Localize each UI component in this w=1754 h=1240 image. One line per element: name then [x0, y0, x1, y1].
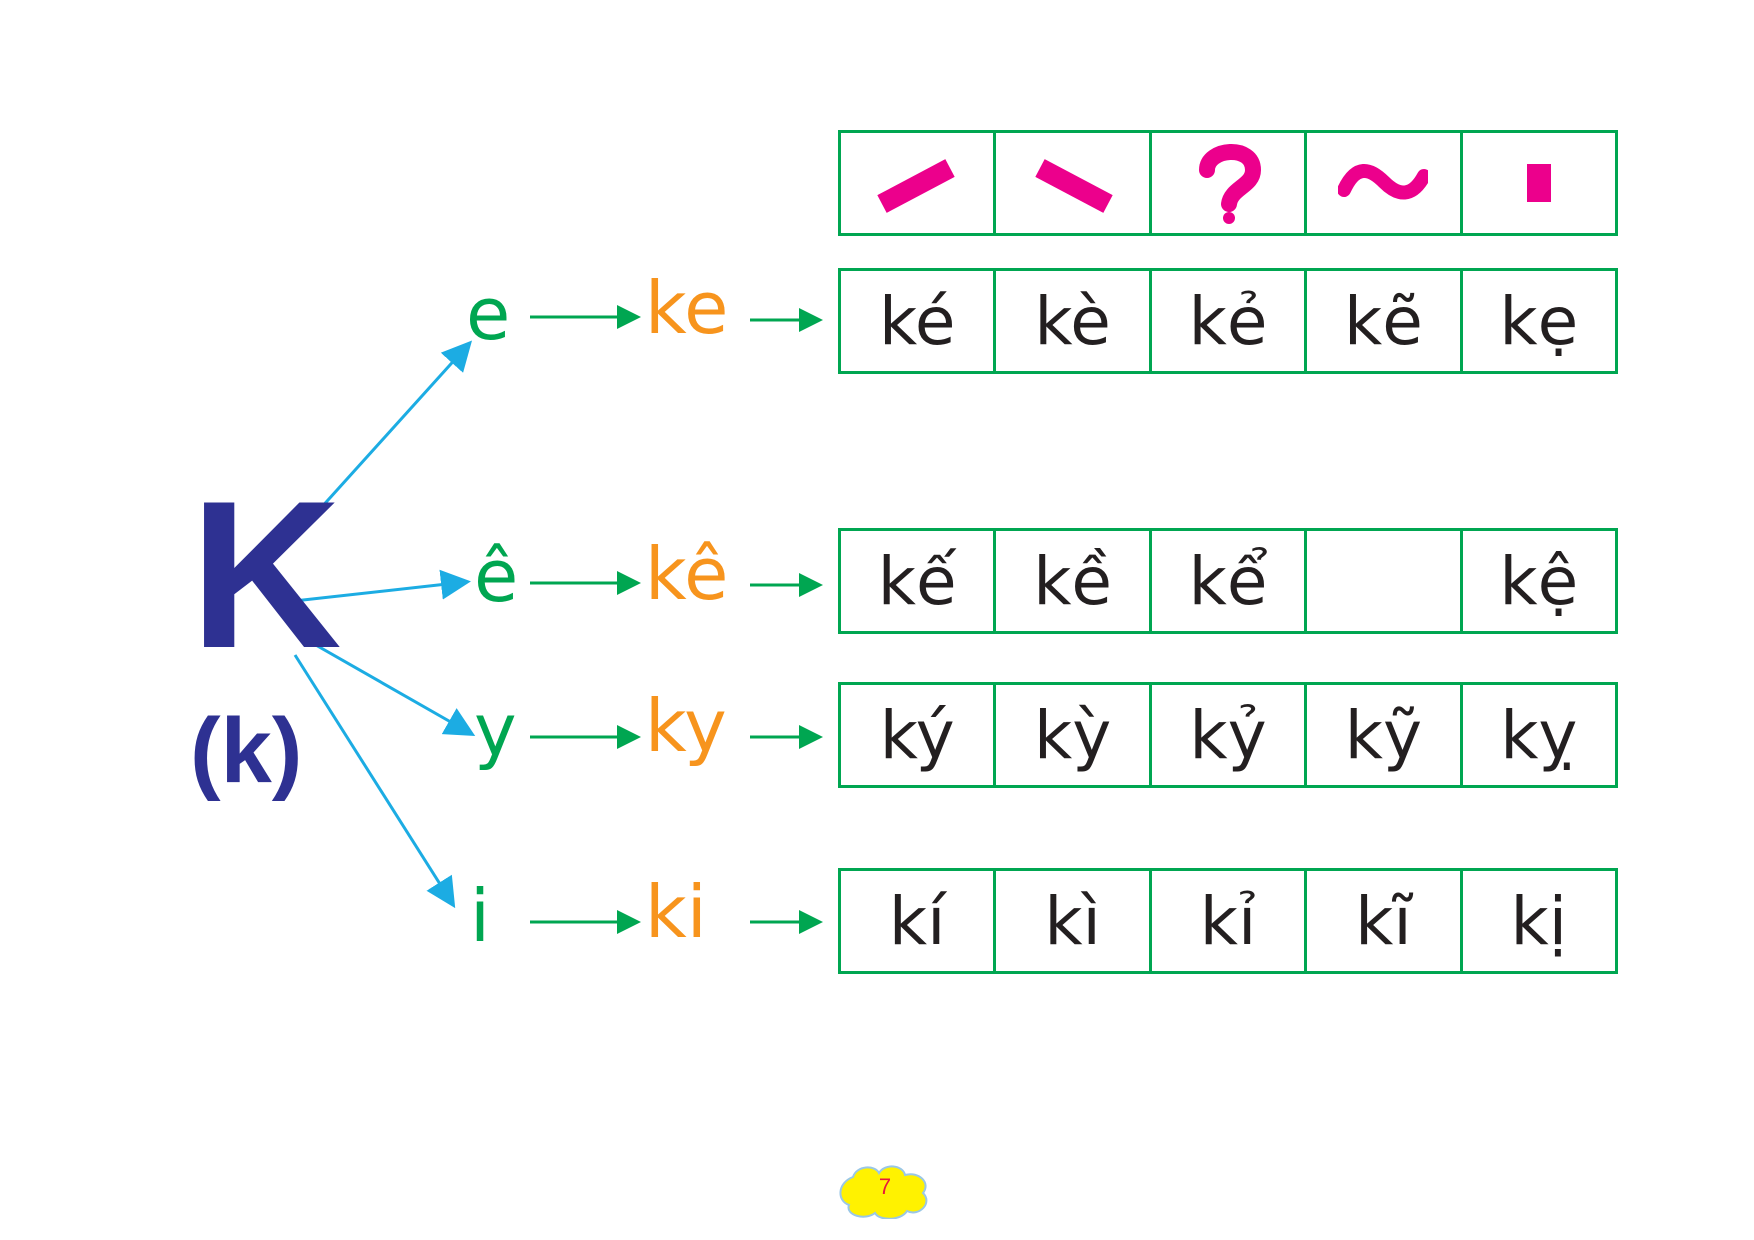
tone-mark-cell-1 — [841, 133, 993, 233]
tone-cell: kỉ — [1148, 871, 1304, 971]
tone-cell: kể — [1148, 531, 1304, 631]
consonant-uppercase: K — [190, 457, 342, 692]
syllable-kê: kê — [645, 532, 729, 616]
tone-grid-kê: kế kề kể kệ — [838, 528, 1618, 634]
tone-cell: kẻ — [1148, 271, 1304, 371]
branch-arrow-e — [308, 340, 473, 522]
tone-cell: kĩ — [1304, 871, 1459, 971]
tone-mark-cell-3 — [1148, 133, 1304, 233]
tone-cell: kỵ — [1459, 685, 1615, 785]
tone-grid-ke: ké kè kẻ kẽ kẹ — [838, 268, 1618, 374]
vowel-e: e — [466, 272, 511, 356]
tone-mark-cell-4 — [1304, 133, 1459, 233]
nang-mark-icon — [1526, 164, 1551, 202]
sac-mark-icon — [877, 159, 955, 213]
vowel-i: i — [470, 874, 491, 958]
tone-cell: kệ — [1459, 531, 1615, 631]
syllable-ky: ky — [645, 684, 727, 768]
tone-cell: kì — [993, 871, 1148, 971]
tone-cell: kỹ — [1304, 685, 1459, 785]
tone-cell: kè — [993, 271, 1148, 371]
branch-arrow-y — [299, 634, 476, 736]
tone-mark-cell-5 — [1459, 133, 1615, 233]
tone-cell: kí — [888, 882, 946, 960]
hoi-mark-icon — [1199, 144, 1262, 224]
tone-grid-ky: ký kỳ kỷ kỹ kỵ — [838, 682, 1618, 788]
vowel-y: y — [474, 688, 517, 772]
branch-arrow-i — [293, 654, 456, 909]
tone-mark-cell-2 — [993, 133, 1148, 233]
tone-grid-ki: kí kì kỉ kĩ kị — [838, 868, 1618, 974]
syllable-ke: ke — [645, 266, 729, 350]
tone-cell: ké — [878, 282, 956, 360]
huyen-mark-icon — [1034, 159, 1113, 213]
page-number-badge-icon — [839, 1165, 928, 1219]
tone-cell: kẽ — [1304, 271, 1459, 371]
nga-mark-icon — [1338, 164, 1429, 200]
page-number: 7 — [878, 1174, 892, 1199]
tone-cell: kế — [877, 542, 957, 620]
tone-cell: kề — [993, 531, 1148, 631]
tone-cell: kẹ — [1459, 271, 1615, 371]
consonant-lowercase: (k) — [190, 700, 303, 802]
tone-mark-grid — [838, 130, 1618, 236]
tone-cell: ký — [879, 696, 955, 774]
tone-cell-empty — [1304, 531, 1459, 631]
syllable-ki: ki — [645, 870, 707, 954]
tone-cell: kị — [1459, 871, 1615, 971]
branch-arrow-ê — [284, 569, 471, 604]
tone-cell: kỳ — [993, 685, 1148, 785]
tone-cell: kỷ — [1148, 685, 1304, 785]
vowel-ê: ê — [474, 534, 519, 618]
